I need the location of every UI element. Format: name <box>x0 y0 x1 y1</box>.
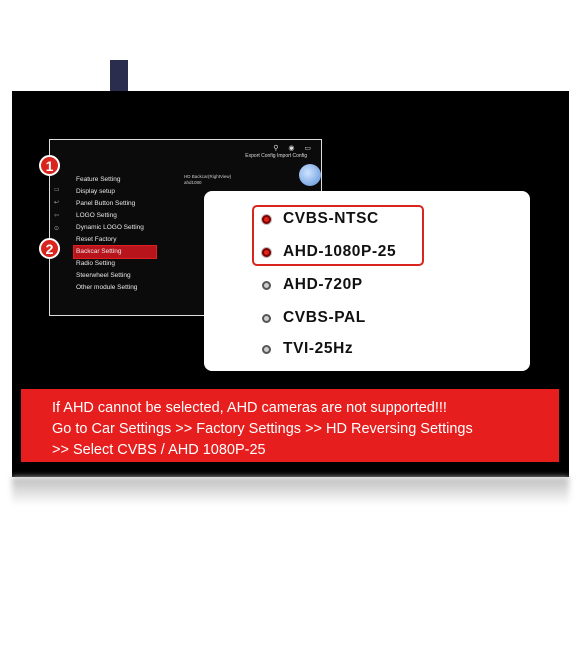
assistant-orb-icon[interactable] <box>299 164 321 186</box>
menu-item-logo-setting[interactable]: LOGO Setting <box>76 212 117 219</box>
menu-item-backcar-setting[interactable]: Backcar Setting <box>73 245 157 259</box>
camera-format-options: CVBS-NTSC AHD-1080P-25 AHD-720P CVBS-PAL… <box>204 191 530 371</box>
menu-side-icons: ▭↩⇦⊙ <box>54 187 60 232</box>
option-label: CVBS-NTSC <box>283 210 379 227</box>
option-ahd-720p[interactable]: AHD-720P <box>262 275 363 295</box>
menu-item-display-setup[interactable]: Display setup <box>76 188 116 195</box>
radio-unselected-icon[interactable] <box>262 313 271 323</box>
hd-info-title: HD Backcar(RightView) <box>184 174 232 179</box>
radio-selected-icon[interactable] <box>262 247 271 257</box>
settings-menu: Feature Setting Display setup Panel Butt… <box>73 174 157 294</box>
instruction-banner: If AHD cannot be selected, AHD cameras a… <box>21 389 559 462</box>
menu-item-radio-setting[interactable]: Radio Setting <box>76 260 116 267</box>
menu-item-feature-setting[interactable]: Feature Setting <box>76 176 121 183</box>
config-actions[interactable]: Export Config Import Config <box>245 153 307 159</box>
option-label: AHD-720P <box>283 276 363 293</box>
radio-selected-icon[interactable] <box>262 214 271 224</box>
menu-item-panel-button-setting[interactable]: Panel Button Setting <box>76 200 136 207</box>
hd-info-value: ahd1080 <box>184 180 202 185</box>
banner-line-2: Go to Car Settings >> Factory Settings >… <box>52 421 473 437</box>
option-label: CVBS-PAL <box>283 309 366 326</box>
option-ahd-1080p-25[interactable]: AHD-1080P-25 <box>262 242 396 262</box>
option-cvbs-pal[interactable]: CVBS-PAL <box>262 308 366 328</box>
menu-item-other-module-setting[interactable]: Other module Setting <box>76 284 138 291</box>
option-label: AHD-1080P-25 <box>283 243 397 260</box>
step-badge-1: 1 <box>39 155 60 176</box>
panel-shadow <box>12 477 569 505</box>
status-bar: ⚲ ◉ ▭ Export Config Import Config <box>50 140 321 162</box>
hd-backcar-info: HD Backcar(RightView) ahd1080 <box>184 174 231 186</box>
radio-unselected-icon[interactable] <box>262 280 271 290</box>
menu-item-steerwheel-setting[interactable]: Steerwheel Setting <box>76 272 131 279</box>
banner-line-3: >> Select CVBS / AHD 1080P-25 <box>52 442 266 458</box>
menu-item-reset-factory[interactable]: Reset Factory <box>76 236 117 243</box>
option-label: TVI-25Hz <box>283 340 354 357</box>
status-icons: ⚲ ◉ ▭ <box>273 145 315 152</box>
step-badge-2: 2 <box>39 238 60 259</box>
option-cvbs-ntsc[interactable]: CVBS-NTSC <box>262 209 379 229</box>
banner-line-1: If AHD cannot be selected, AHD cameras a… <box>52 400 447 416</box>
radio-unselected-icon[interactable] <box>262 344 271 354</box>
menu-item-dynamic-logo-setting[interactable]: Dynamic LOGO Setting <box>76 224 144 231</box>
supported-options-highlight <box>252 205 424 266</box>
option-tvi-25hz[interactable]: TVI-25Hz <box>262 339 353 359</box>
